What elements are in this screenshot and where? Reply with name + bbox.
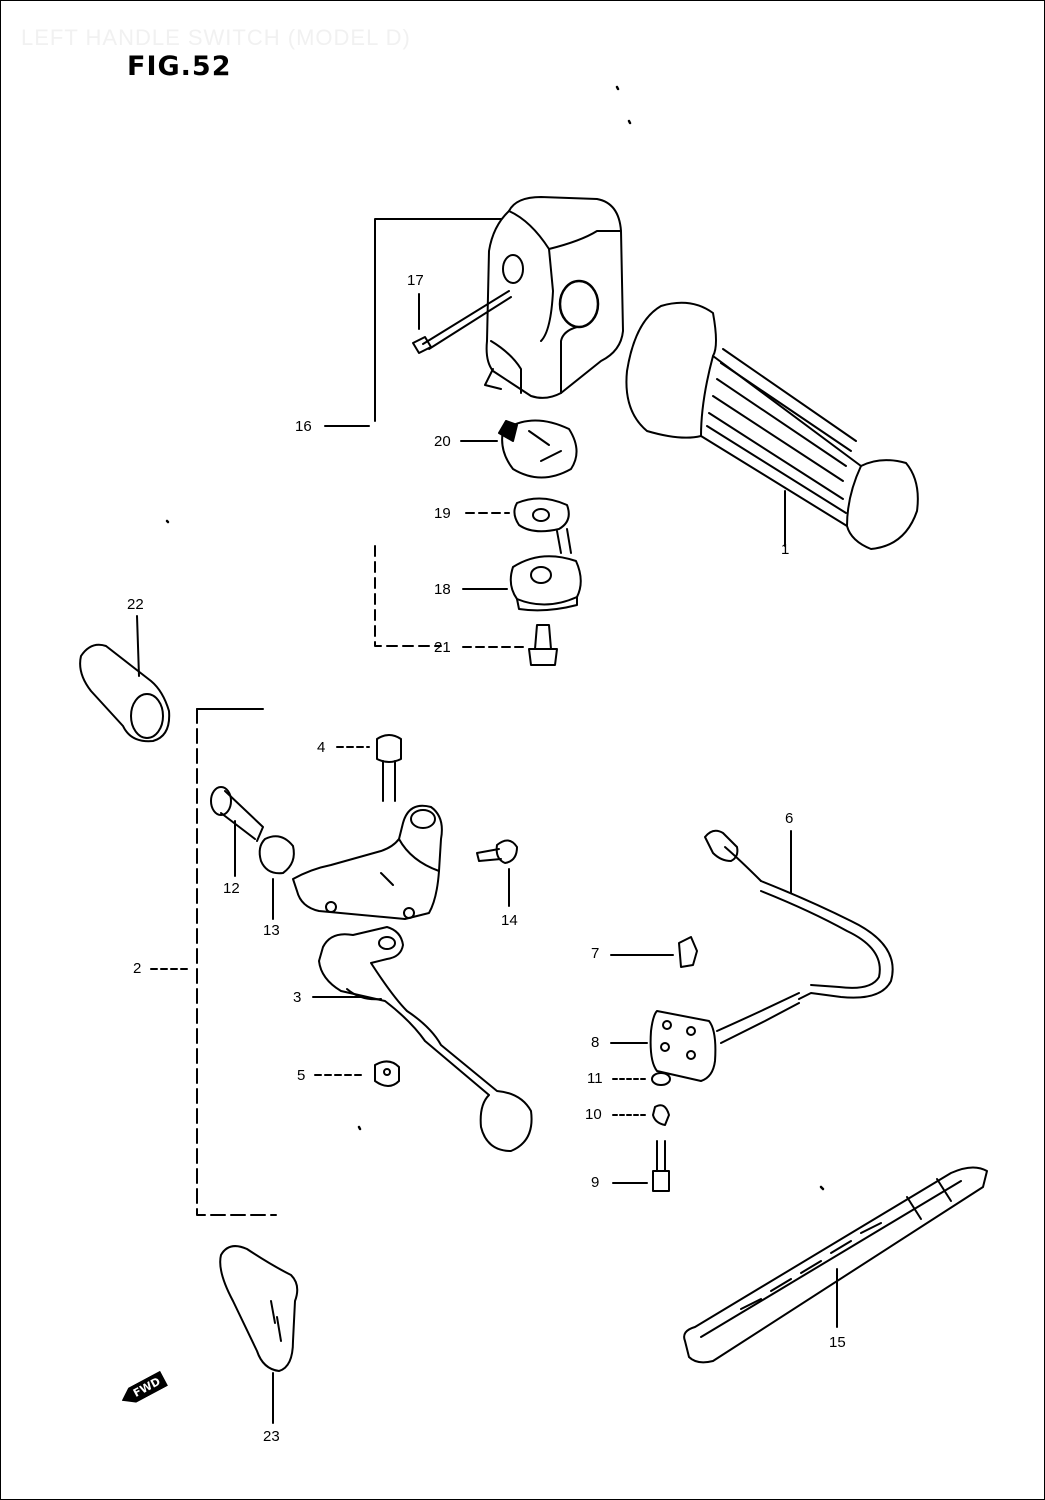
callout-1: 1: [781, 541, 790, 558]
callout-15: 15: [829, 1334, 846, 1351]
callout-2: 2: [133, 960, 142, 977]
lever-bracket: [293, 806, 442, 919]
callout-4: 4: [317, 739, 326, 756]
callout-9: 9: [591, 1174, 600, 1191]
washer-11: [613, 1073, 670, 1085]
callout-5: 5: [297, 1067, 306, 1084]
grip-end-22: [80, 616, 169, 741]
callout-20: 20: [434, 433, 451, 450]
callout-21: 21: [434, 639, 451, 656]
callout-11: 11: [587, 1070, 603, 1087]
housing-lower-18: [463, 556, 581, 610]
bracket-2: [151, 709, 276, 1215]
callout-10: 10: [585, 1106, 602, 1123]
callout-13: 13: [263, 922, 280, 939]
screw-21: [463, 625, 557, 665]
callout-14: 14: [501, 912, 518, 929]
callout-18: 18: [434, 581, 451, 598]
callout-12: 12: [223, 880, 240, 897]
scan-specks: [167, 87, 823, 1189]
callout-7: 7: [591, 945, 600, 962]
lock-washer-10: [613, 1105, 669, 1125]
section-title: LEFT HANDLE SWITCH (MODEL D): [21, 25, 411, 50]
figure-label: FIG.52: [127, 51, 232, 82]
callout-17: 17: [407, 272, 424, 289]
callout-6: 6: [785, 810, 794, 827]
screw-9: [613, 1141, 669, 1191]
washer-13: [260, 836, 294, 919]
lever-boot-23: [220, 1246, 297, 1423]
nut-5: [315, 1061, 399, 1086]
cable-band-15: [684, 1167, 987, 1362]
callout-19: 19: [434, 505, 451, 522]
switch-wire-6: [705, 831, 893, 1043]
clutch-lever-3: [313, 927, 532, 1151]
callout-16: 16: [295, 418, 312, 435]
bolt-12: [211, 787, 263, 876]
callout-8: 8: [591, 1034, 600, 1051]
callout-22: 22: [127, 596, 144, 613]
wire-clamp-7: [611, 937, 697, 967]
pivot-bolt-4: [337, 735, 401, 801]
bracket-16: [325, 219, 501, 646]
screw-14: [477, 840, 517, 906]
switch-knob-20: [461, 420, 577, 477]
callout-23: 23: [263, 1428, 280, 1445]
clutch-switch-8: [611, 1011, 715, 1081]
handle-grip: [626, 303, 917, 549]
washer-19: [466, 498, 571, 553]
callout-3: 3: [293, 989, 302, 1006]
screw-17: [413, 291, 511, 353]
switch-housing: [485, 197, 623, 398]
